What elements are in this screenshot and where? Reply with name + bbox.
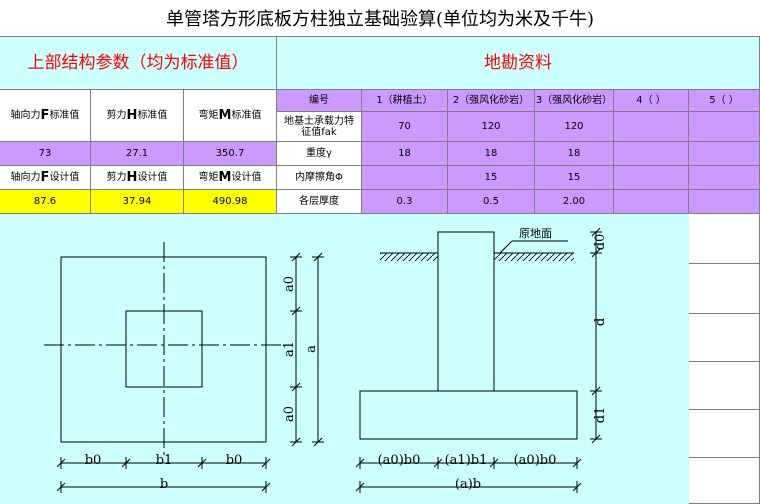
- label-pre: 剪力: [106, 172, 127, 183]
- soil-phi-2: 15: [448, 166, 535, 190]
- empty-cell: [689, 410, 760, 458]
- section-labels: 原地面 d0 d d1 (a0)b0 (a1)b1 (a0)b0 (a)b: [378, 227, 608, 492]
- footing-slab: [359, 390, 578, 440]
- dim-b0-right: b0: [226, 453, 243, 468]
- soil-fak-5: [689, 112, 760, 142]
- drawing-area: [0, 214, 689, 504]
- soil-fak-2: 120: [448, 112, 535, 142]
- label-pre: 剪力: [106, 110, 127, 121]
- label-sym: F: [40, 170, 50, 185]
- soil-thickness-3: 2.00: [535, 190, 614, 214]
- dim-d1: d1: [593, 407, 608, 424]
- label-post: 设计值: [49, 172, 80, 183]
- shear-design-value: 37.94: [91, 190, 184, 214]
- sheet-title: 单管塔方形底板方柱独立基础验算(单位均为米及千牛): [0, 0, 760, 37]
- upper-structure-header-text: 上部结构参数（均为标准值）: [27, 52, 249, 73]
- dim-a0-top: a0: [282, 276, 297, 292]
- soil-gamma-1: 18: [362, 142, 448, 166]
- soil-thickness-1: 0.3: [362, 190, 448, 214]
- soil-fak-4: [614, 112, 689, 142]
- upper-structure-header: 上部结构参数（均为标准值）: [0, 37, 277, 90]
- label-post: 标准值: [137, 110, 168, 121]
- soil-phi-1: [362, 166, 448, 190]
- empty-cell: [689, 458, 760, 504]
- soil-gamma-4: [614, 142, 689, 166]
- dim-b0-left: b0: [85, 453, 102, 468]
- label-sym: M: [218, 170, 232, 185]
- moment-std-value: 350.7: [184, 142, 277, 166]
- label-pre: 轴向力: [10, 172, 41, 183]
- label-pre: 弯矩: [198, 110, 219, 121]
- soil-phi-4: [614, 166, 689, 190]
- dim-a1: a1: [282, 341, 297, 357]
- soil-gamma-5: [689, 142, 760, 166]
- soil-thickness-5: [689, 190, 760, 214]
- soil-gamma-2: 18: [448, 142, 535, 166]
- dim-a0b0-right: (a0)b0: [514, 453, 557, 468]
- soil-thickness-4: [614, 190, 689, 214]
- label-sym: F: [40, 108, 50, 123]
- dim-d: d: [593, 318, 608, 326]
- label-post: 标准值: [49, 110, 80, 121]
- dim-a0b0-left: (a0)b0: [378, 453, 421, 468]
- soil-thickness-2: 0.5: [448, 190, 535, 214]
- soil-row-thickness-label: 各层厚度: [277, 190, 362, 214]
- soil-col-2: 2（强风化砂岩）: [448, 90, 535, 112]
- label-sym: H: [126, 108, 138, 123]
- soil-col-3: 3（强风化砂岩）: [535, 90, 614, 112]
- label-post: 设计值: [231, 172, 262, 183]
- soil-phi-3: 15: [535, 166, 614, 190]
- axial-force-std-value: 73: [0, 142, 91, 166]
- empty-cell: [689, 264, 760, 314]
- label-sym: M: [218, 108, 232, 123]
- foundation-drawings: a0 a1 a0 a b0 b1 b0 b: [44, 227, 608, 493]
- label-post: 标准值: [231, 110, 262, 121]
- dim-a: a: [304, 345, 319, 353]
- empty-cell: [689, 314, 760, 362]
- moment-design-value: 490.98: [184, 190, 277, 214]
- label-pre: 弯矩: [198, 172, 219, 183]
- dim-d0: d0: [593, 234, 608, 251]
- survey-header-text: 地勘资料: [484, 52, 552, 73]
- label-pre: 轴向力: [10, 110, 41, 121]
- dim-ab: (a)b: [455, 477, 481, 492]
- soil-row-gamma-label: 重度γ: [277, 142, 362, 166]
- soil-row-phi-label: 内摩擦角Φ: [277, 166, 362, 190]
- shear-std-value: 27.1: [91, 142, 184, 166]
- dim-a0-bottom: a0: [282, 406, 297, 422]
- empty-cell: [689, 214, 760, 264]
- soil-fak-3: 120: [535, 112, 614, 142]
- dim-b1: b1: [156, 453, 173, 468]
- soil-gamma-3: 18: [535, 142, 614, 166]
- soil-col-id: 编号: [277, 90, 362, 112]
- pier: [437, 231, 495, 392]
- label-post: 设计值: [137, 172, 168, 183]
- dim-b: b: [160, 477, 168, 492]
- label-sym: H: [126, 170, 138, 185]
- section-view: [355, 227, 602, 493]
- empty-cell: [689, 362, 760, 410]
- soil-row-fak-label: 地基土承载力特征值fak: [277, 112, 362, 142]
- plan-labels: a0 a1 a0 a b0 b1 b0 b: [85, 276, 319, 492]
- ground-label: 原地面: [519, 227, 552, 240]
- dim-a1b1: (a1)b1: [445, 453, 488, 468]
- soil-col-5: 5（ ）: [689, 90, 760, 112]
- axial-force-design-value: 87.6: [0, 190, 91, 214]
- plan-view: [44, 242, 324, 493]
- soil-fak-1: 70: [362, 112, 448, 142]
- soil-phi-5: [689, 166, 760, 190]
- soil-col-1: 1（耕植土）: [362, 90, 448, 112]
- survey-header: 地勘资料: [277, 37, 760, 90]
- soil-col-4: 4（ ）: [614, 90, 689, 112]
